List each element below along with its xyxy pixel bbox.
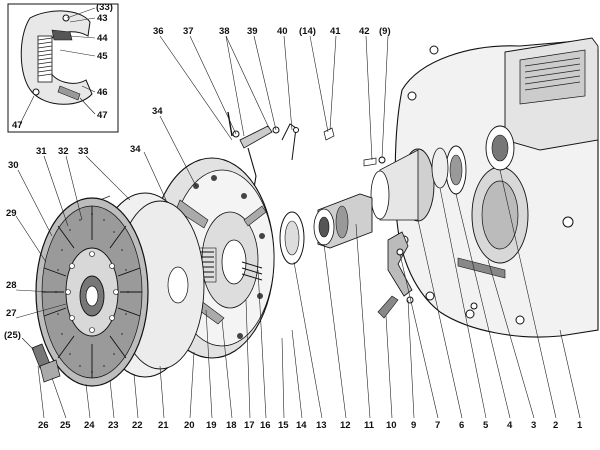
label-28: 28 — [6, 280, 17, 291]
label-9: 9 — [411, 420, 416, 431]
label-38: 38 — [219, 26, 230, 37]
label-23: 23 — [108, 420, 119, 431]
inset-rivet-top — [62, 14, 70, 22]
label-18: 18 — [226, 420, 237, 431]
label-44: 44 — [97, 33, 108, 44]
label-26: 26 — [38, 420, 49, 431]
label-20: 20 — [184, 420, 195, 431]
label-37: 37 — [183, 26, 194, 37]
inset-plate — [20, 10, 93, 105]
inset-frame — [7, 3, 119, 133]
label-46: 46 — [97, 87, 108, 98]
label-34a: 34 — [152, 106, 163, 117]
label-39: 39 — [247, 26, 258, 37]
label-14p: (14) — [299, 26, 316, 37]
label-31: 31 — [36, 146, 47, 157]
bottom-labels: 26 25 24 23 22 21 20 19 18 17 16 15 14 1… — [38, 420, 583, 431]
label-21: 21 — [158, 420, 169, 431]
label-17: 17 — [244, 420, 255, 431]
pressure-springs — [193, 247, 263, 283]
label-33p: (33) — [96, 2, 113, 13]
leader-lines — [15, 35, 581, 419]
label-43: 43 — [97, 13, 108, 24]
label-22: 22 — [132, 420, 143, 431]
label-34b: 34 — [130, 144, 141, 155]
label-40: 40 — [277, 26, 288, 37]
label-11: 11 — [364, 420, 375, 431]
friction-texture — [55, 213, 129, 373]
label-30: 30 — [8, 160, 19, 171]
top-labels: 36 37 38 39 40 (14) 41 42 (9) — [153, 26, 391, 37]
inset-detail: (33) 43 44 45 46 47 47 — [7, 2, 119, 133]
lever-parts — [227, 111, 299, 227]
small-damper-part — [31, 343, 61, 383]
label-13: 13 — [316, 420, 327, 431]
label-24: 24 — [84, 420, 95, 431]
label-10: 10 — [386, 420, 397, 431]
label-27: 27 — [6, 308, 17, 319]
release-bearing-assembly — [279, 127, 467, 319]
label-9p: (9) — [379, 26, 391, 37]
inset-rivet-bottom — [32, 88, 40, 96]
label-4: 4 — [507, 420, 513, 431]
label-25p: (25) — [4, 330, 21, 341]
label-32: 32 — [58, 146, 69, 157]
label-42: 42 — [359, 26, 370, 37]
label-6: 6 — [459, 420, 464, 431]
label-16: 16 — [260, 420, 271, 431]
inset-tab — [57, 85, 81, 101]
label-14: 14 — [296, 420, 307, 431]
label-45: 45 — [97, 51, 108, 62]
label-5: 5 — [483, 420, 489, 431]
label-33: 33 — [78, 146, 89, 157]
label-47a: 47 — [97, 110, 108, 121]
label-7: 7 — [435, 420, 440, 431]
inset-spring — [37, 35, 53, 83]
label-29: 29 — [6, 208, 17, 219]
label-2: 2 — [553, 420, 558, 431]
label-1: 1 — [577, 420, 583, 431]
label-19: 19 — [206, 420, 217, 431]
left-labels: 34 34 30 31 32 33 29 28 27 (25) — [4, 106, 163, 341]
label-25: 25 — [60, 420, 71, 431]
bellhousing — [394, 37, 599, 338]
label-47b: 47 — [12, 120, 23, 131]
inset-clip — [51, 29, 73, 41]
label-41: 41 — [330, 26, 341, 37]
label-12: 12 — [340, 420, 351, 431]
clutch-disc — [35, 197, 149, 387]
label-15: 15 — [278, 420, 289, 431]
label-36: 36 — [153, 26, 164, 37]
label-3: 3 — [531, 420, 536, 431]
